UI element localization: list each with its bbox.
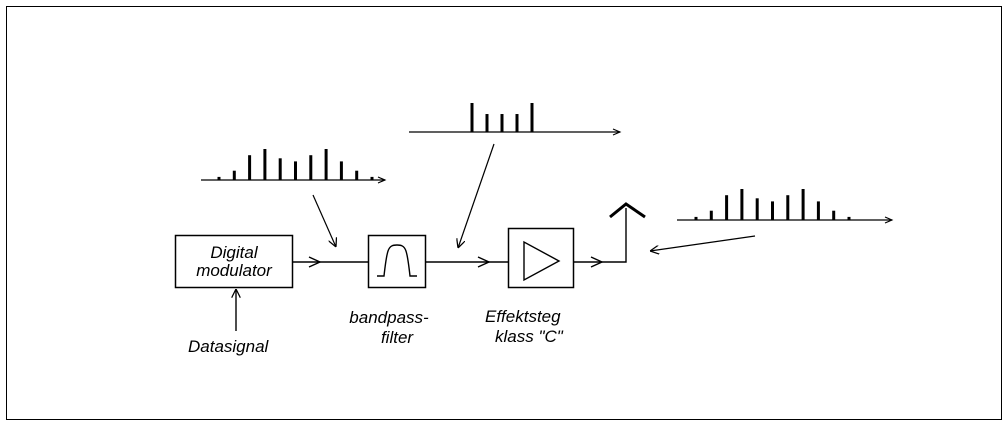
modulator-label-line1: Digital (210, 243, 258, 262)
modulator-spectrum-pointer (312, 194, 336, 247)
modulator-to-filter-arrowhead (308, 256, 322, 268)
amplifier-to-antenna-line (574, 208, 627, 263)
digital-modulator-block: Digital modulator (174, 234, 294, 289)
spectrum-axis-arrowhead (884, 216, 894, 224)
antenna-spectrum-pointer (650, 235, 756, 251)
bandpass-response-icon (377, 244, 417, 277)
amplifier-to-antenna-arrowhead (590, 256, 604, 268)
spectrum-axis-arrowhead (377, 176, 387, 184)
class-c-amplifier-block (507, 227, 575, 289)
filter-to-amplifier-arrowhead (477, 256, 491, 268)
filter-output-spectrum (409, 103, 622, 136)
filter-spectrum-pointer (458, 143, 495, 248)
spectrum-axis-arrowhead (612, 128, 622, 136)
modulator-output-spectrum (201, 149, 387, 184)
filter-label-line1: bandpass- (349, 308, 429, 327)
datasignal-label: Datasignal (188, 337, 270, 356)
filter-label-line2: filter (381, 328, 414, 347)
amplifier-triangle-icon (523, 240, 561, 282)
amplifier-label-line2: klass "C" (495, 327, 564, 346)
figure-frame (6, 6, 1002, 420)
antenna-icon (609, 202, 646, 219)
modulator-label-line2: modulator (196, 261, 273, 280)
antenna-output-spectrum (677, 189, 894, 224)
bandpass-filter-block (367, 234, 427, 289)
amplifier-label-line1: Effektsteg (485, 307, 561, 326)
